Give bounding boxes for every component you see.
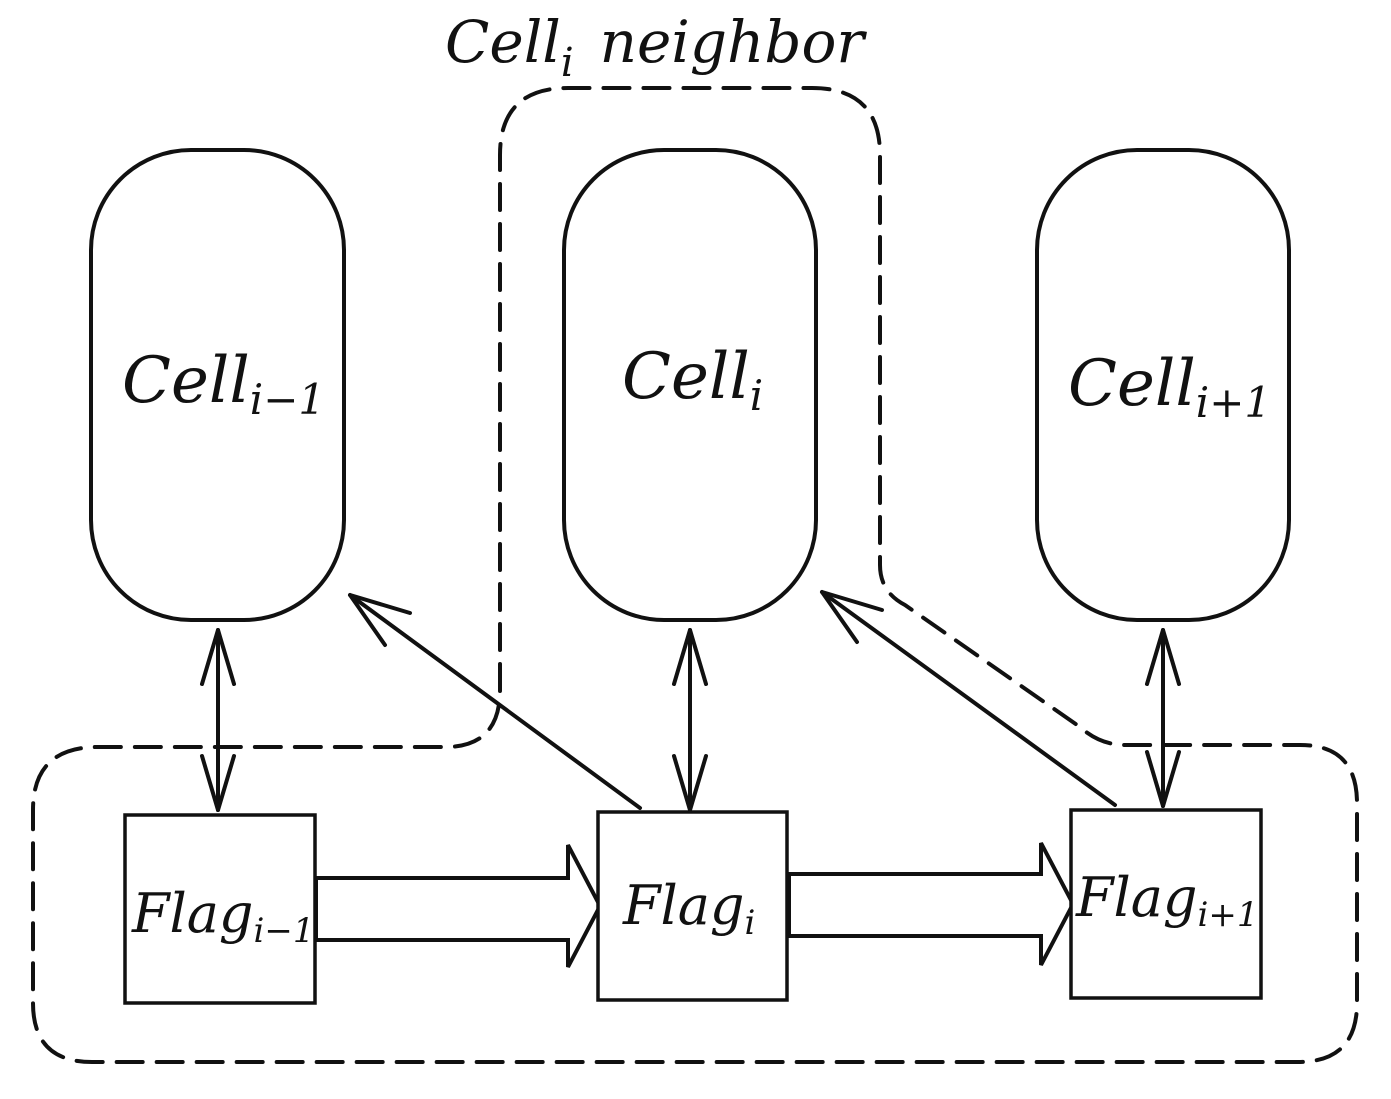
flag-label-current-main: Flag [622,874,745,937]
neighbor-label-main: Cell [445,8,561,76]
cell-label-current-sub: i [750,371,763,420]
diagonal-arrow-flag-next-to-cell-current [820,590,1117,807]
double-arrow-next [1145,628,1181,808]
flag-label-prev-sub: i−1 [254,911,315,951]
flag-label-next: Flagi+1 [1075,866,1259,935]
flag-label-next-sub: i+1 [1198,895,1259,935]
flag-label-prev: Flagi−1 [131,882,315,951]
flag-label-current: Flagi [622,874,755,943]
cell-label-next-main: Cell [1068,347,1196,421]
cell-label-prev-main: Cell [122,344,250,418]
cell-label-current: Celli [622,340,763,420]
flag-label-prev-main: Flag [131,882,254,945]
double-arrow-prev [200,628,236,812]
cell-label-next: Celli+1 [1068,347,1271,427]
diagonal-arrow-flag-current-to-cell-prev [348,593,642,810]
double-arrow-current [672,628,708,812]
cell-label-prev-sub: i−1 [250,375,325,424]
neighbor-label-sub: i [561,40,574,86]
cell-label-current-main: Cell [622,340,750,414]
cell-box-current [562,148,818,622]
flag-box-current [596,810,789,1002]
neighbor-label: Celli neighbor [445,8,867,86]
fat-arrow-flag-current-to-next [787,842,1076,966]
flag-box-prev [123,813,317,1005]
flag-label-current-sub: i [745,903,756,943]
neighbor-label-suffix: neighbor [600,8,868,76]
fat-arrow-flag-prev-to-current [314,844,603,968]
neighbor-region-outline [31,86,1359,1064]
cell-box-next [1035,148,1291,622]
cell-label-prev: Celli−1 [122,344,325,424]
flag-box-next [1069,808,1263,1000]
cell-label-next-sub: i+1 [1196,378,1271,427]
flag-label-next-main: Flag [1075,866,1198,929]
cell-box-prev [89,148,346,622]
